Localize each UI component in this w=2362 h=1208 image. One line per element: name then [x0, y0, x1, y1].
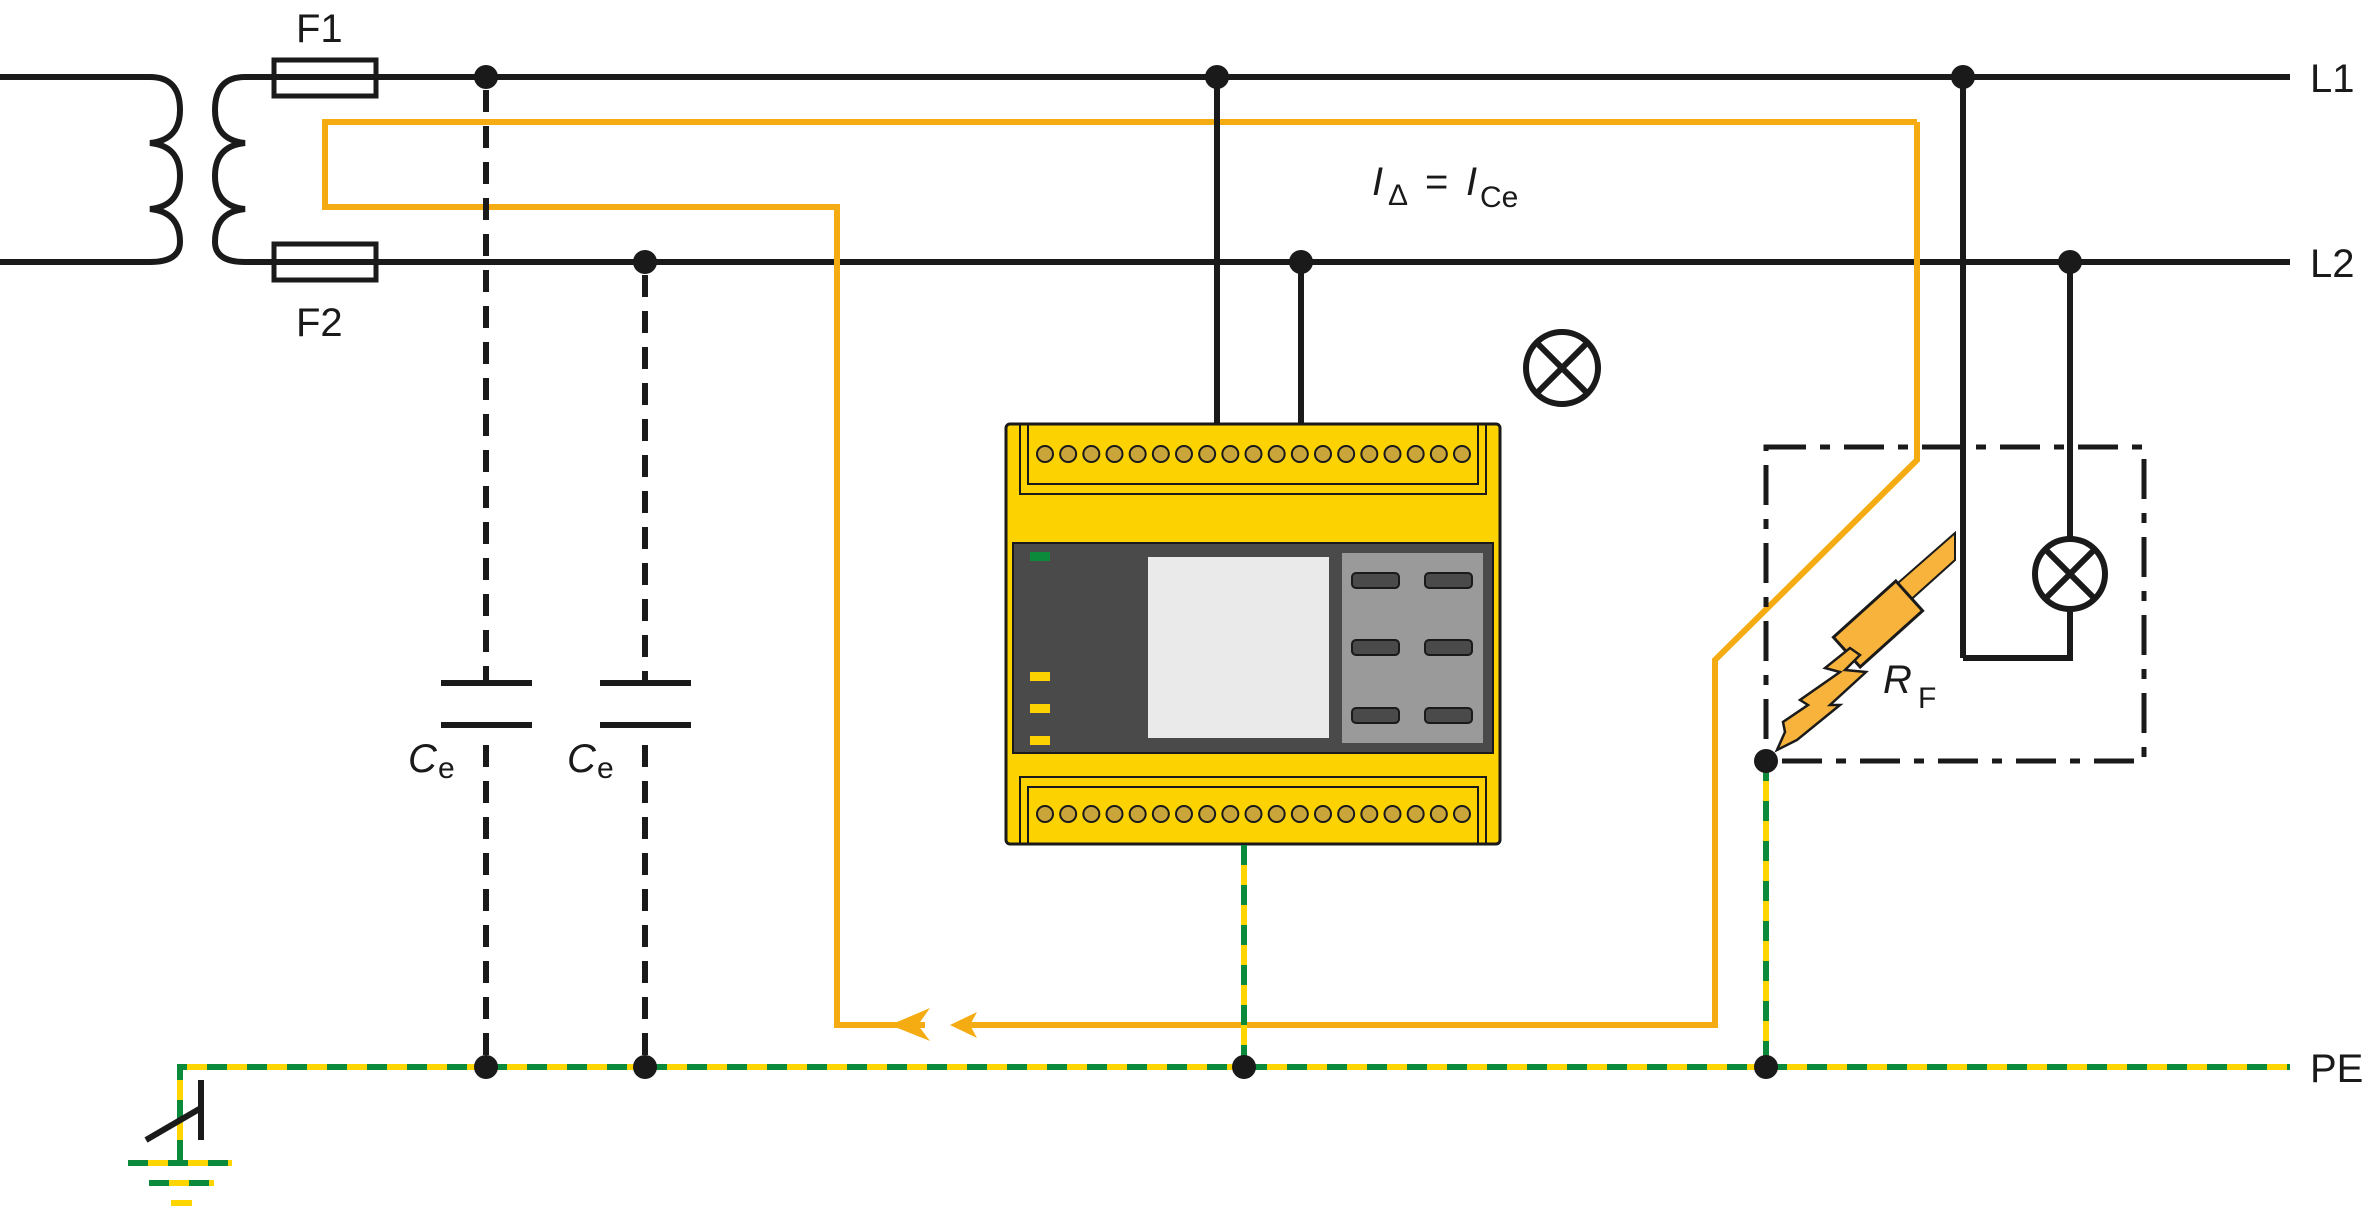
- junction-node: [1951, 65, 1975, 89]
- junction-node: [1289, 250, 1313, 274]
- arrow-left-icon: [890, 1008, 930, 1041]
- terminal-screw: [1290, 805, 1309, 823]
- terminal-screw: [1314, 445, 1332, 463]
- terminal-screw: [1082, 445, 1101, 463]
- cap2-sub-label: e: [597, 752, 614, 785]
- terminal-screw: [1198, 445, 1217, 463]
- terminal-screw: [1337, 445, 1356, 463]
- rf-label: R: [1883, 658, 1912, 702]
- lightning-bolt-icon: [1774, 646, 1869, 753]
- fault-resistor-icon: R F: [1774, 530, 1956, 753]
- keypad-buttons: [1351, 572, 1473, 724]
- terminal-row-bottom: [1036, 805, 1471, 823]
- pe-label: PE: [2310, 1047, 2362, 1091]
- terminal-screw: [1151, 445, 1170, 463]
- terminal-screw: [1406, 445, 1425, 463]
- earth-switch-icon: [144, 1080, 204, 1143]
- indicator-led-icon: [1030, 672, 1050, 681]
- svg-text:Ce: Ce: [1480, 181, 1518, 214]
- svg-text:I: I: [1372, 160, 1383, 204]
- terminal-screw: [1059, 805, 1078, 823]
- line-l2-label: L2: [2310, 242, 2355, 286]
- device-display: [1148, 557, 1329, 738]
- formula-label: I Δ = I Ce: [1372, 160, 1518, 214]
- capacitor-ce1: C e: [408, 90, 532, 1067]
- terminal-screw: [1429, 805, 1448, 823]
- cap1-label: C: [408, 737, 438, 781]
- svg-text:=: =: [1425, 160, 1448, 204]
- keypad-button: [1351, 707, 1400, 724]
- terminal-screw: [1151, 805, 1170, 823]
- terminal-screw: [1128, 805, 1147, 823]
- terminal-screw: [1221, 805, 1240, 823]
- junction-node: [1205, 65, 1229, 89]
- svg-text:Δ: Δ: [1388, 179, 1408, 212]
- lamp-icon: [1523, 329, 1601, 407]
- fuse-f1-label: F1: [296, 7, 343, 51]
- terminal-screw: [1105, 805, 1124, 823]
- terminal-screw: [1221, 445, 1240, 463]
- protective-earth-conductor: [128, 761, 2290, 1206]
- insulation-monitoring-device: [1004, 422, 1502, 846]
- status-led-icon: [1030, 552, 1050, 561]
- terminal-screw: [1406, 805, 1425, 823]
- fault-current-path: [322, 119, 1920, 1041]
- terminal-screw: [1267, 805, 1286, 823]
- keypad-button: [1351, 639, 1400, 656]
- transformer-icon: [0, 74, 270, 265]
- capacitor-ce2: C e: [567, 275, 691, 1067]
- junction-node: [1232, 1055, 1256, 1079]
- cap2-label: C: [567, 737, 597, 781]
- terminal-screw: [1175, 445, 1193, 463]
- load-enclosure: [1763, 77, 2147, 764]
- terminal-screw: [1314, 805, 1332, 823]
- junction-node: [474, 65, 498, 89]
- terminal-screw: [1105, 445, 1124, 463]
- terminal-screw: [1128, 445, 1147, 463]
- terminal-screw: [1267, 445, 1286, 463]
- terminal-screw: [1429, 445, 1448, 463]
- junction-node: [2058, 250, 2082, 274]
- keypad-button: [1424, 639, 1473, 656]
- junction-node: [1754, 749, 1778, 773]
- terminal-screw: [1290, 445, 1309, 463]
- junction-node: [1754, 1055, 1778, 1079]
- indicator-led-icon: [1030, 736, 1050, 745]
- load-lamp-icon: [2032, 536, 2108, 612]
- terminal-screw: [1383, 805, 1402, 823]
- terminal-screw: [1337, 805, 1356, 823]
- terminal-screw: [1198, 805, 1217, 823]
- junction-node: [633, 1055, 657, 1079]
- line-l1-label: L1: [2310, 57, 2355, 101]
- terminal-screw: [1036, 445, 1054, 463]
- terminal-screw: [1036, 805, 1054, 823]
- terminal-screw: [1453, 805, 1471, 823]
- keypad-button: [1424, 572, 1473, 589]
- terminal-screw: [1453, 445, 1471, 463]
- terminal-screw: [1360, 445, 1379, 463]
- keypad-button: [1351, 572, 1400, 589]
- fuse-f2-label: F2: [296, 301, 343, 345]
- terminal-screw: [1175, 805, 1193, 823]
- cap1-sub-label: e: [438, 752, 455, 785]
- arrow-left-icon: [950, 1012, 977, 1038]
- terminal-screw: [1383, 445, 1402, 463]
- svg-text:I: I: [1466, 160, 1477, 204]
- junction-nodes: [474, 65, 2082, 1079]
- junction-node: [633, 250, 657, 274]
- terminal-screw: [1244, 445, 1263, 463]
- terminal-screw: [1059, 445, 1078, 463]
- terminal-screw: [1082, 805, 1101, 823]
- terminal-row-top: [1036, 445, 1471, 463]
- indicator-led-icon: [1030, 704, 1050, 713]
- rf-sub-label: F: [1918, 682, 1936, 715]
- terminal-screw: [1360, 805, 1379, 823]
- keypad-button: [1424, 707, 1473, 724]
- terminal-screw: [1244, 805, 1263, 823]
- junction-node: [474, 1055, 498, 1079]
